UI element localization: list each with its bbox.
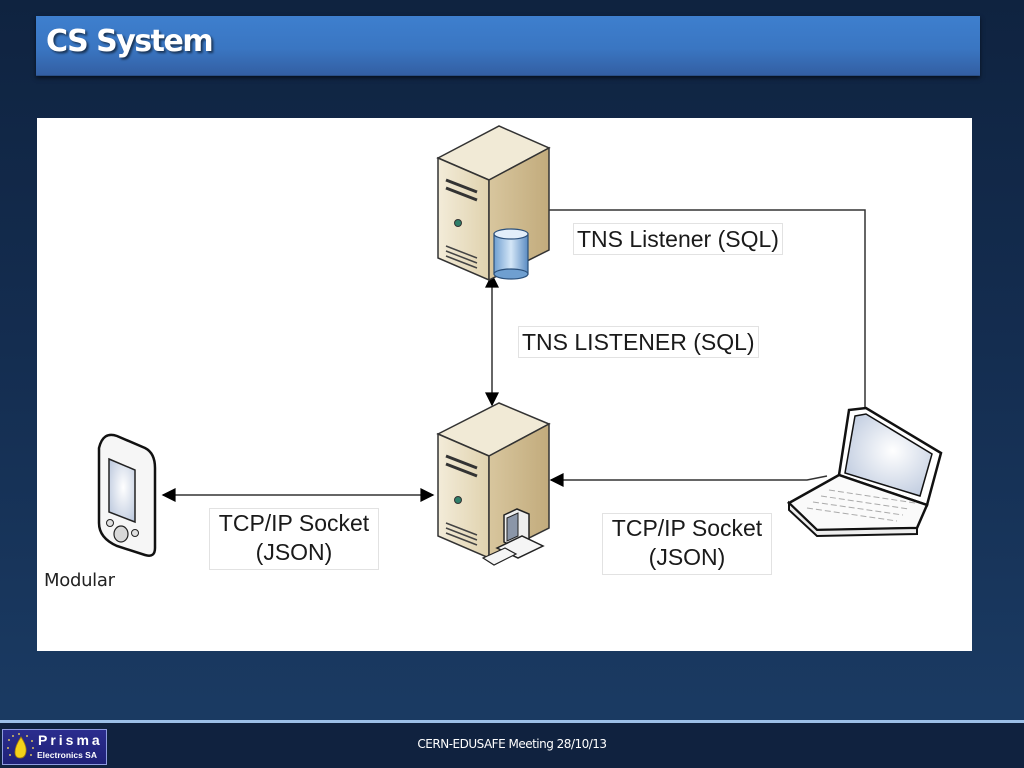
footer: Prisma Electronics SA CERN-EDUSAFE Meeti…	[0, 723, 1024, 768]
workstation-server-icon	[436, 402, 551, 566]
tns-listener-label: TNS Listener (SQL)	[573, 223, 783, 255]
tcp-left-line2: (JSON)	[255, 539, 333, 565]
tcp-left-label: TCP/IP Socket (JSON)	[209, 508, 379, 570]
connection-laptop-to-cs	[549, 473, 828, 487]
laptop-icon	[786, 406, 943, 538]
footer-divider	[0, 720, 1024, 723]
tns-listener-upper-label: TNS LISTENER (SQL)	[518, 326, 759, 358]
logo-subtitle: Electronics SA	[37, 750, 97, 760]
database-cylinder-icon	[493, 228, 529, 280]
company-logo: Prisma Electronics SA	[2, 729, 107, 765]
diagram-canvas	[97, 125, 943, 566]
tcp-right-line1: TCP/IP Socket	[611, 515, 763, 541]
tcp-left-line1: TCP/IP Socket	[218, 510, 370, 536]
logo-name: Prisma	[38, 732, 103, 748]
tcp-right-line2: (JSON)	[648, 544, 726, 570]
diagram-panel: TNS Listener (SQL) TNS LISTENER (SQL) TC…	[37, 118, 972, 651]
desktop-computer-icon	[481, 508, 545, 566]
slide-title-bar: CS System	[36, 16, 980, 76]
pda-handheld-icon	[97, 433, 157, 557]
tcp-right-label: TCP/IP Socket (JSON)	[602, 513, 772, 575]
prisma-flame-icon	[7, 733, 34, 759]
modular-caption: Modular	[44, 570, 115, 591]
database-server-icon	[436, 125, 551, 282]
slide-title: CS System	[46, 24, 214, 59]
footer-meeting-text: CERN-EDUSAFE Meeting 28/10/13	[417, 737, 607, 751]
